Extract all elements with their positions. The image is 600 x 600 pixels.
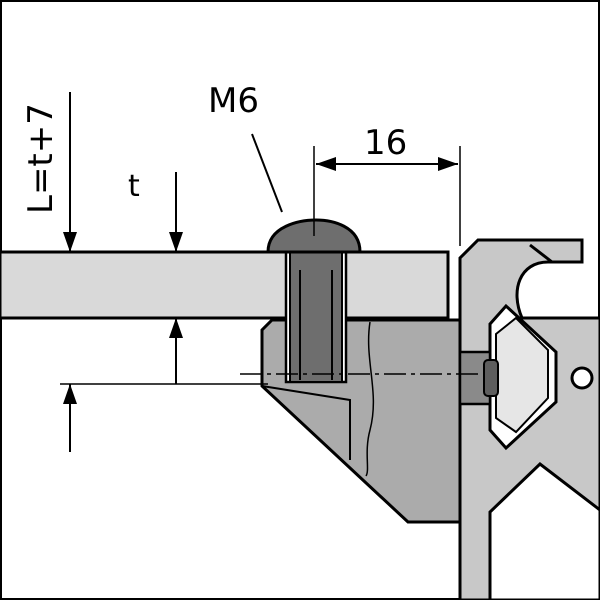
thickness-label: t	[128, 169, 140, 204]
dimension-16-label: 16	[364, 123, 407, 163]
bolt-label: M6	[208, 81, 259, 121]
extension-lines	[60, 146, 461, 385]
m6-leader	[251, 133, 283, 213]
plate	[0, 250, 450, 320]
aluminium-profile	[458, 238, 600, 600]
bolt-m6	[266, 218, 362, 384]
slot-nut	[458, 350, 499, 406]
length-formula-label: L=t+7	[21, 103, 61, 214]
